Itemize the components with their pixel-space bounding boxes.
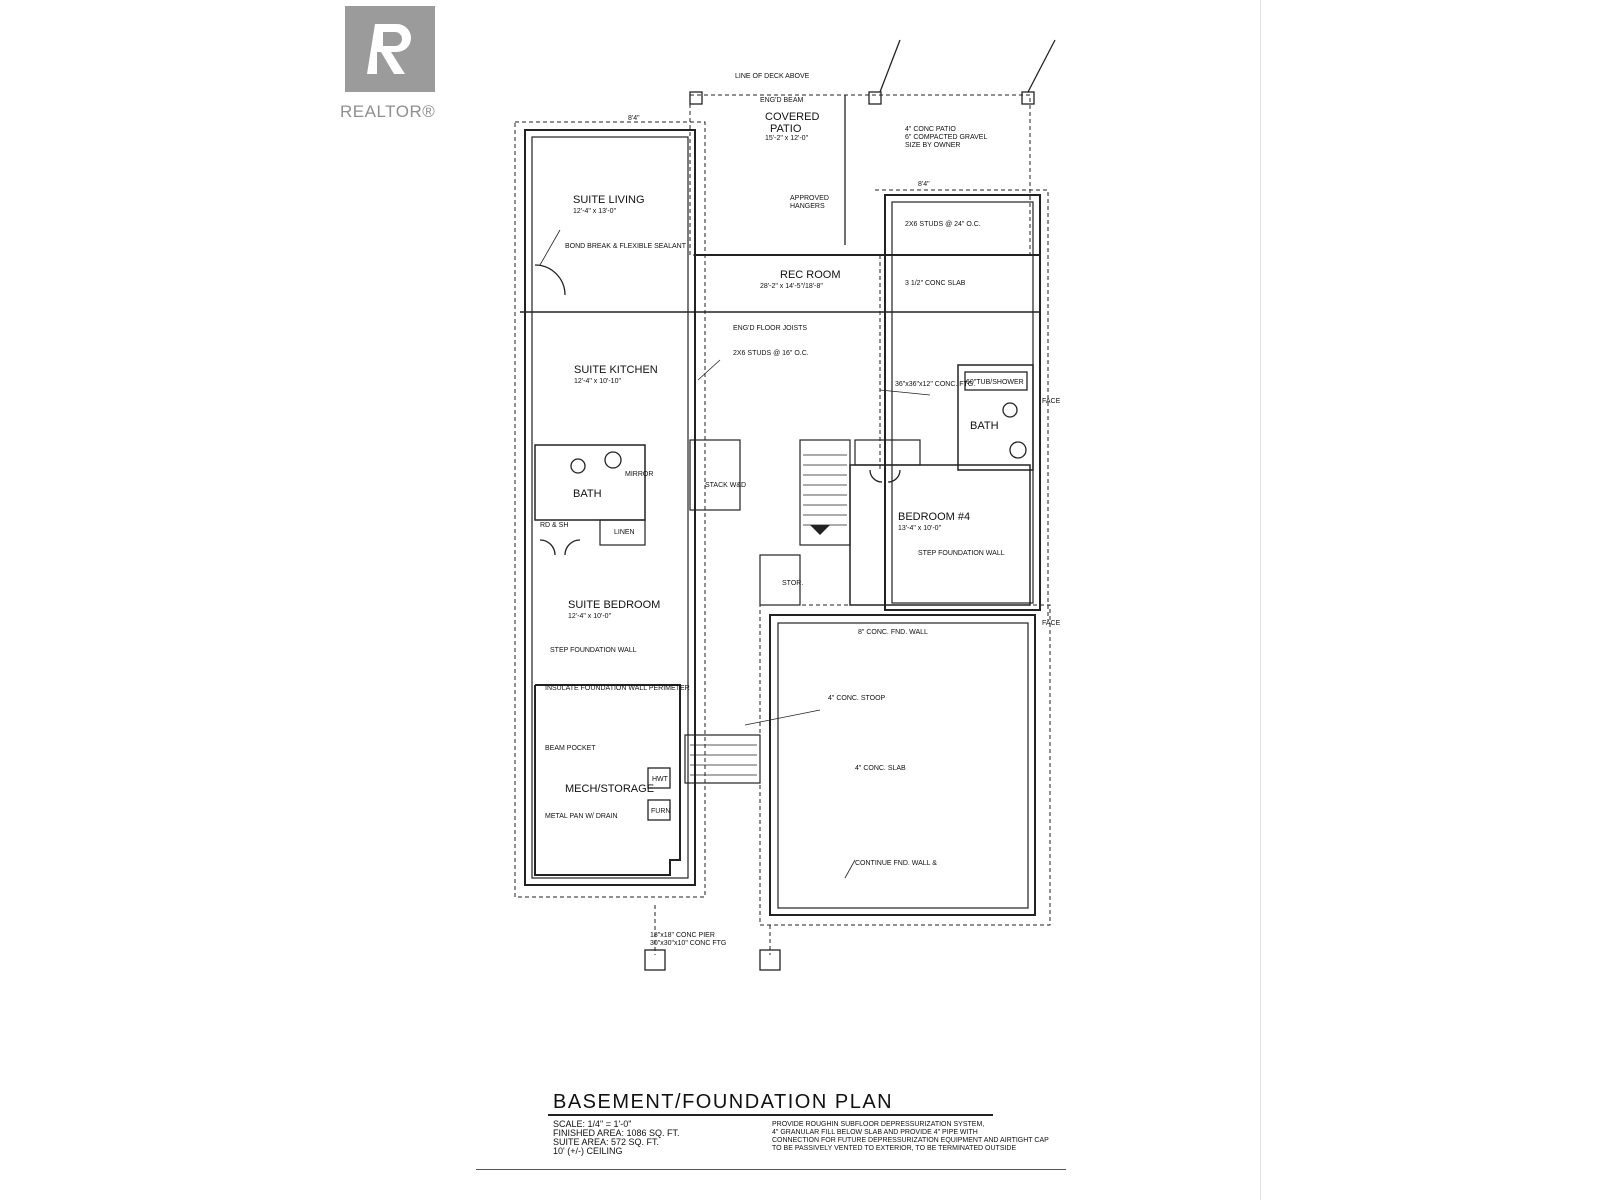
title-underline	[548, 1114, 993, 1116]
suite-kitchen-size: 12'-4" x 10'-10"	[574, 378, 621, 385]
rd-sh-label: RD & SH	[540, 522, 568, 529]
suite-bedroom-size: 12'-4" x 10'-0"	[568, 613, 612, 620]
plan-specs: SCALE: 1/4" = 1'-0" FINISHED AREA: 1086 …	[553, 1120, 680, 1156]
suite-bedroom-label: SUITE BEDROOM	[568, 599, 660, 611]
ceiling-text: 10' (+/-) CEILING	[553, 1146, 623, 1156]
suite-living-label: SUITE LIVING	[573, 194, 645, 206]
linen-label: LINEN	[614, 529, 635, 536]
conc-ftg-label: 36"x36"x12" CONC. FTG.	[895, 381, 975, 388]
plan-title: BASEMENT/FOUNDATION PLAN	[553, 1091, 894, 1113]
stack-wd-label: STACK W&D	[705, 482, 746, 489]
finished-area-text: FINISHED AREA: 1086 SQ. FT.	[553, 1128, 680, 1138]
radon-line-2: 4" GRANULAR FILL BELOW SLAB AND PROVIDE …	[772, 1129, 978, 1136]
tub-shower-label: 60"TUB/SHOWER	[966, 379, 1024, 386]
studs-24-note: 2X6 STUDS @ 24" O.C.	[905, 221, 981, 228]
patio-note-1: 4" CONC PATIO	[905, 126, 956, 133]
metal-pan-note: METAL PAN W/ DRAIN	[545, 813, 618, 820]
hangers-label: APPROVED	[790, 195, 829, 202]
studs-note: 2X6 STUDS @ 16" O.C.	[733, 350, 809, 357]
radon-line-3: CONNECTION FOR FUTURE DEPRESSURIZATION E…	[772, 1137, 1049, 1144]
floor-joists-note: ENG'D FLOOR JOISTS	[733, 325, 807, 332]
suite-area-text: SUITE AREA: 572 SQ. FT.	[553, 1137, 660, 1147]
radon-notes: PROVIDE ROUGHIN SUBFLOOR DEPRESSURIZATIO…	[772, 1121, 1072, 1153]
beam-label: ENG'D BEAM	[760, 97, 804, 104]
mech-storage-label: MECH/STORAGE	[565, 783, 654, 795]
suite-bath-label: BATH	[573, 488, 602, 500]
bedroom-4-size: 13'-4" x 10'-0"	[898, 525, 942, 532]
step-wall-note-2: STEP FOUNDATION WALL	[918, 550, 1005, 557]
patio-note-3: SIZE BY OWNER	[905, 142, 961, 149]
page-edge-divider	[1260, 0, 1261, 1200]
fnd-wall-note: 8" CONC. FND. WALL	[858, 629, 928, 636]
radon-line-4: TO BE PASSIVELY VENTED TO EXTERIOR, TO B…	[772, 1145, 1017, 1152]
rec-room-size: 28'-2" x 14'-5"/18'-8"	[760, 283, 823, 290]
bath-right-label: BATH	[970, 420, 999, 432]
title-block-rule	[476, 1169, 1066, 1170]
deck-above-label: LINE OF DECK ABOVE	[735, 73, 810, 80]
radon-line-1: PROVIDE ROUGHIN SUBFLOOR DEPRESSURIZATIO…	[772, 1121, 985, 1128]
suite-living-size: 12'-4" x 13'-0"	[573, 208, 617, 215]
conc-slab-note: 4" CONC. SLAB	[855, 765, 906, 772]
hwt-label: HWT	[652, 776, 669, 783]
patio-label-2: PATIO	[770, 123, 802, 135]
bond-break-note: BOND BREAK & FLEXIBLE SEALANT	[565, 243, 687, 250]
patio-size: 15'-2" x 12'-0"	[765, 135, 809, 142]
pier-note: 18"x18" CONC PIER	[650, 932, 715, 939]
hangers-label-2: HANGERS	[790, 203, 825, 210]
continue-wall-note: CONTINUE FND. WALL &	[855, 860, 937, 867]
rec-room-label: REC ROOM	[780, 269, 841, 281]
face-label-1: FACE	[1042, 398, 1061, 405]
scale-text: SCALE: 1/4" = 1'-0"	[553, 1119, 632, 1129]
mirror-label: MIRROR	[625, 471, 653, 478]
patio-label: COVERED	[765, 111, 819, 123]
slab-note: 3 1/2" CONC SLAB	[905, 280, 966, 287]
dim-824-top: 8'4"	[628, 115, 640, 122]
stor-label: STOR.	[782, 580, 803, 587]
realtor-logo-icon[interactable]	[345, 6, 435, 92]
patio-note-2: 6" COMPACTED GRAVEL	[905, 134, 987, 141]
suite-kitchen-label: SUITE KITCHEN	[574, 364, 658, 376]
pier-note-2: 30"x30"x10" CONC FTG	[650, 940, 726, 947]
furn-label: FURN	[651, 808, 670, 815]
step-wall-note: STEP FOUNDATION WALL	[550, 647, 637, 654]
dim-824-right: 8'4"	[918, 181, 930, 188]
realtor-logo-text: REALTOR®	[340, 102, 436, 121]
stoop-note: 4" CONC. STOOP	[828, 695, 886, 702]
face-label-2: FACE	[1042, 620, 1061, 627]
bedroom-4-label: BEDROOM #4	[898, 511, 970, 523]
beam-pocket-note: BEAM POCKET	[545, 745, 596, 752]
insulate-note: INSULATE FOUNDATION WALL PERIMETER	[545, 685, 690, 692]
